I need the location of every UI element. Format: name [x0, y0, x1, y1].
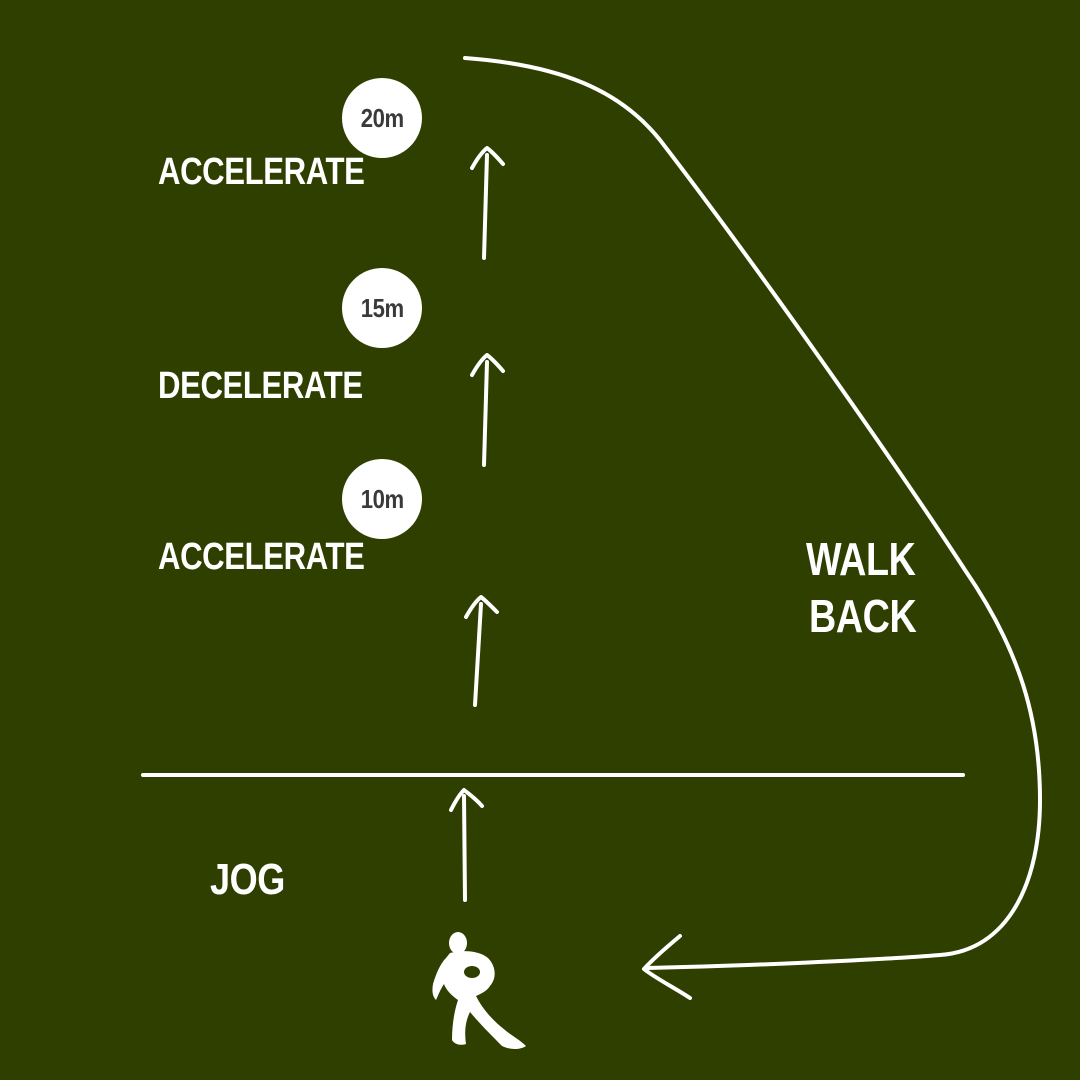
marker-15m-label: 15m — [360, 292, 404, 323]
marker-15m: 15m — [342, 268, 422, 348]
arrow-accelerate-low-icon — [464, 595, 499, 707]
marker-10m: 10m — [342, 459, 422, 539]
phase-accelerate-top: ACCELERATE — [158, 151, 365, 193]
phase-jog: JOG — [210, 855, 285, 904]
marker-20m-label: 20m — [360, 102, 404, 133]
walk-back-line1: WALK — [806, 533, 916, 585]
arrow-decelerate-icon — [470, 353, 505, 467]
walk-back-line2: BACK — [809, 590, 917, 642]
arrow-accelerate-high-icon — [470, 146, 505, 260]
rugby-player-running-icon — [432, 932, 526, 1049]
marker-10m-label: 10m — [360, 483, 404, 514]
walk-back-path — [463, 56, 1043, 970]
phase-decelerate: DECELERATE — [158, 365, 363, 407]
walk-back-arrowhead-icon — [642, 934, 692, 1000]
phase-accelerate-mid: ACCELERATE — [158, 536, 365, 578]
arrow-jog-icon — [449, 788, 484, 902]
marker-20m: 20m — [342, 78, 422, 158]
